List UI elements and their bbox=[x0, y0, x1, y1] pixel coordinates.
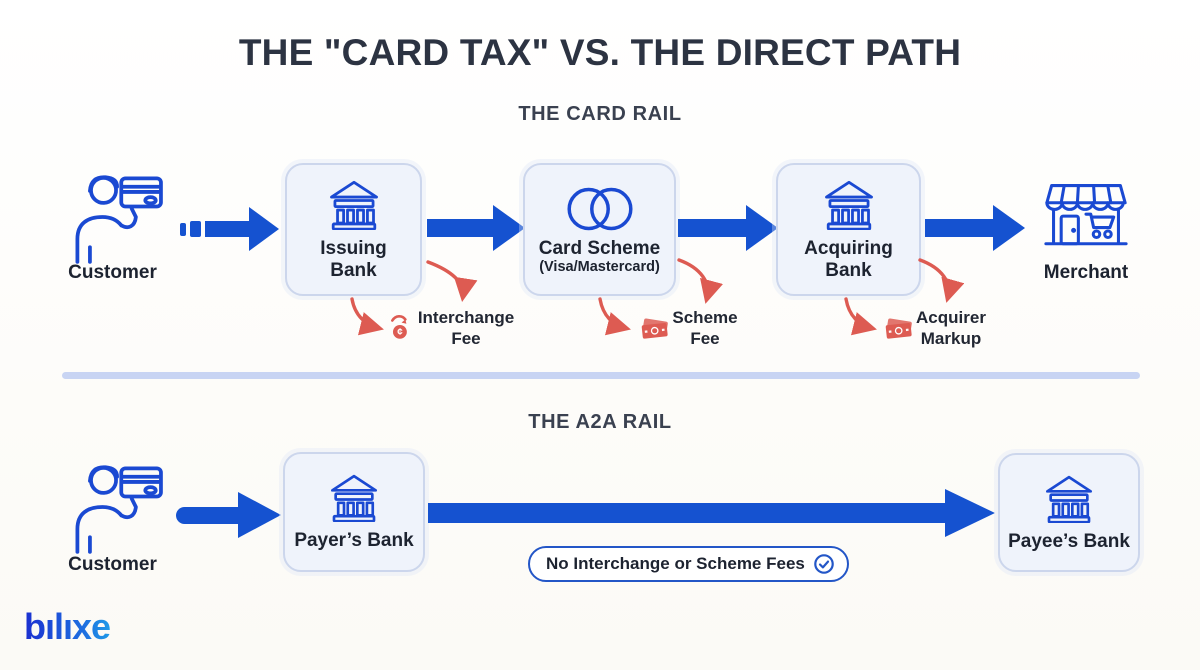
arrow-acquiring-to-merchant bbox=[925, 205, 1025, 251]
banknote-icon bbox=[638, 316, 672, 341]
arrow-issuing-to-scheme bbox=[427, 205, 525, 251]
bilixe-logo: bılıxe bbox=[24, 606, 111, 647]
interchange-fee-label: Interchange Fee bbox=[417, 308, 515, 348]
customer-label-top: Customer bbox=[68, 262, 157, 283]
card-scheme-sublabel: (Visa/Mastercard) bbox=[539, 259, 660, 276]
no-fees-badge-label: No Interchange or Scheme Fees bbox=[546, 554, 805, 573]
acquirer-markup-label: Acquirer Markup bbox=[916, 308, 986, 348]
arrow-customer-to-payer-bank bbox=[176, 492, 281, 538]
acquiring-bank-node: Acquiring Bank bbox=[776, 163, 921, 296]
no-fees-badge: No Interchange or Scheme Fees bbox=[528, 546, 849, 582]
customer-card-icon bbox=[62, 460, 168, 554]
card-scheme-label: Card Scheme bbox=[538, 237, 661, 259]
scheme-fee-label: Scheme Fee bbox=[672, 308, 738, 348]
section-divider bbox=[62, 372, 1140, 379]
payee-bank-label: Payee’s Bank bbox=[1008, 530, 1130, 552]
payer-bank-label: Payer’s Bank bbox=[294, 530, 414, 552]
overlapping-circles-icon bbox=[566, 187, 633, 231]
bank-building-icon bbox=[331, 475, 377, 523]
a2a-rail-heading: THE A2A RAIL bbox=[528, 411, 672, 433]
acquiring-bank-label: Acquiring Bank bbox=[804, 238, 893, 281]
banknote-icon bbox=[882, 316, 916, 341]
storefront-icon bbox=[1036, 176, 1136, 260]
customer-label-bottom: Customer bbox=[68, 554, 157, 575]
svg-text:¢: ¢ bbox=[397, 327, 403, 338]
issuing-bank-label: Issuing Bank bbox=[320, 238, 387, 281]
card-scheme-node: Card Scheme (Visa/Mastercard) bbox=[523, 163, 676, 296]
bank-building-icon bbox=[824, 181, 873, 231]
page-title: THE "CARD TAX" VS. THE DIRECT PATH bbox=[238, 32, 962, 73]
check-circle-icon bbox=[814, 554, 834, 574]
customer-card-icon bbox=[62, 170, 168, 264]
merchant-label: Merchant bbox=[1043, 262, 1129, 283]
payer-bank-node: Payer’s Bank bbox=[283, 452, 425, 572]
card-rail-heading: THE CARD RAIL bbox=[518, 103, 682, 125]
issuing-bank-node: Issuing Bank bbox=[285, 163, 422, 296]
arrow-customer-to-issuing bbox=[180, 206, 279, 252]
arrow-payer-to-payee-bank bbox=[428, 489, 995, 537]
bank-building-icon bbox=[329, 181, 378, 231]
coin-cashback-icon: ¢ bbox=[390, 314, 412, 340]
arrow-scheme-to-acquiring bbox=[678, 205, 778, 251]
payee-bank-node: Payee’s Bank bbox=[998, 453, 1140, 572]
bank-building-icon bbox=[1046, 475, 1092, 523]
